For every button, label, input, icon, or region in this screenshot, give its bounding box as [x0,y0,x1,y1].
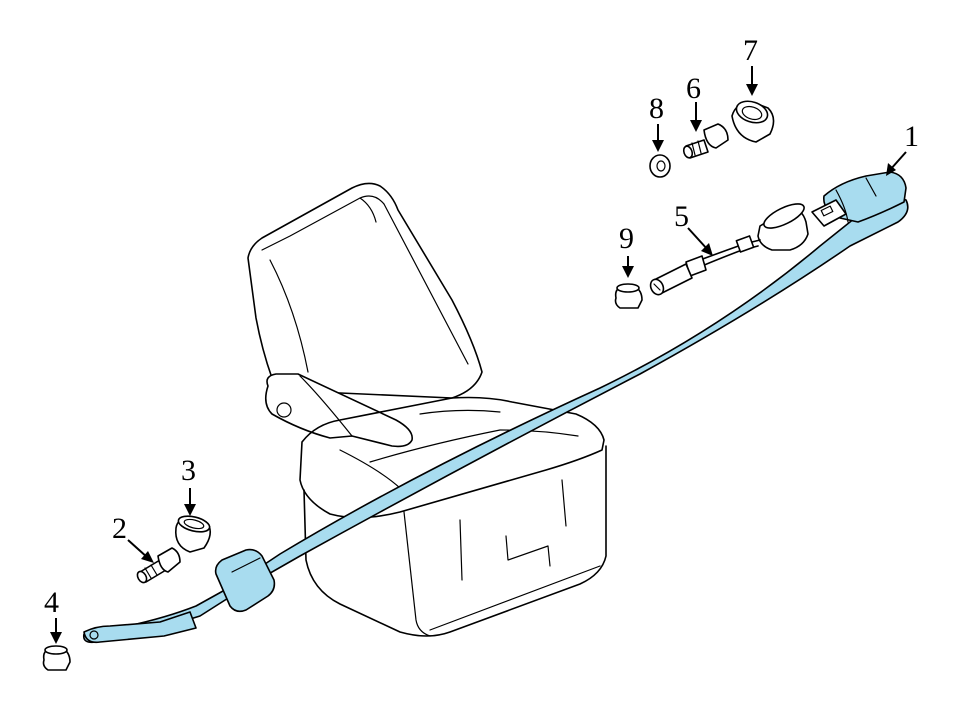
callout-arrows [50,66,907,644]
part-4-cap[interactable] [42,645,71,671]
seat-illustration [247,182,607,637]
part-2-bolt[interactable] [136,547,181,584]
callout-9: 9 [619,222,634,255]
callout-8: 8 [649,92,664,125]
part-5-sensor-harness[interactable] [648,199,809,297]
part-7-bushing[interactable] [731,98,775,143]
callout-5: 5 [674,200,689,233]
part-3-bushing[interactable] [174,513,212,553]
part-9-cap[interactable] [614,283,643,309]
callout-2: 2 [112,512,127,545]
callout-1: 1 [904,120,919,153]
callout-4: 4 [44,586,59,619]
callout-7: 7 [743,34,758,67]
belt-webbing[interactable] [82,197,909,644]
belt-buckle-housing[interactable] [214,548,276,613]
callout-3: 3 [181,454,196,487]
callout-labels: 1 2 3 4 5 6 7 8 9 [44,34,919,619]
callout-6: 6 [686,72,701,105]
lower-anchor-plate[interactable] [83,611,197,644]
part-8-washer[interactable] [649,154,671,178]
part-6-bolt[interactable] [682,123,729,159]
seat-belt-assembly[interactable] [82,171,909,644]
